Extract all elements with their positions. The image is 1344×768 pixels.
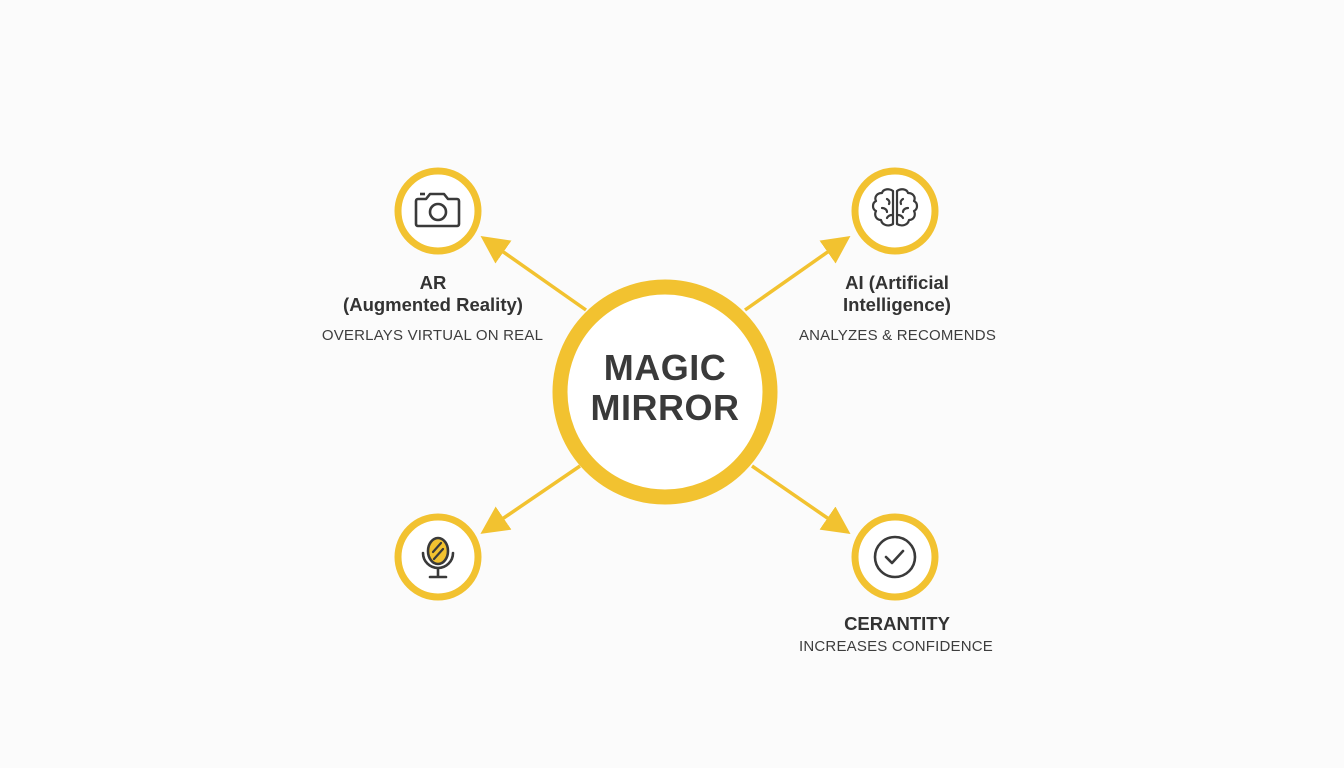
arrow-to-ar: [480, 235, 588, 312]
arrow-to-mirror: [480, 464, 581, 534]
ar-subtitle: OVERLAYS VIRTUAL ON REAL: [321, 327, 544, 344]
mirror-icon: [421, 536, 455, 579]
center-circle: [552, 279, 778, 505]
node-ar-circle: [394, 167, 482, 255]
certainty-subtitle: INCREASES CONFIDENCE: [798, 638, 994, 655]
node-mirror-circle: [394, 513, 482, 601]
arrow-to-ai: [743, 235, 851, 312]
node-ai-circle: [851, 167, 939, 255]
center-title: MAGIC MIRROR: [565, 348, 765, 428]
center-title-line1: MAGIC: [603, 347, 727, 388]
brain-icon: [871, 188, 919, 227]
ai-title-line1: AI (Artificial: [845, 272, 949, 293]
camera-icon: [414, 192, 461, 228]
ai-title-line2: Intelligence): [843, 294, 951, 315]
ar-title-line1: AR: [419, 272, 447, 293]
node-certainty-circle: [851, 513, 939, 601]
certainty-title: CERANTITY: [844, 613, 950, 634]
center-title-line2: MIRROR: [590, 387, 740, 428]
arrow-to-certainty: [751, 464, 851, 534]
ar-title-line2: (Augmented Reality): [343, 294, 523, 315]
ar-title: AR (Augmented Reality): [318, 272, 548, 316]
connector-arrows: [480, 235, 851, 534]
ai-title: AI (Artificial Intelligence): [782, 272, 1012, 316]
check-circle-icon: [873, 535, 917, 579]
ai-subtitle: ANALYZES & RECOMENDS: [798, 327, 997, 344]
